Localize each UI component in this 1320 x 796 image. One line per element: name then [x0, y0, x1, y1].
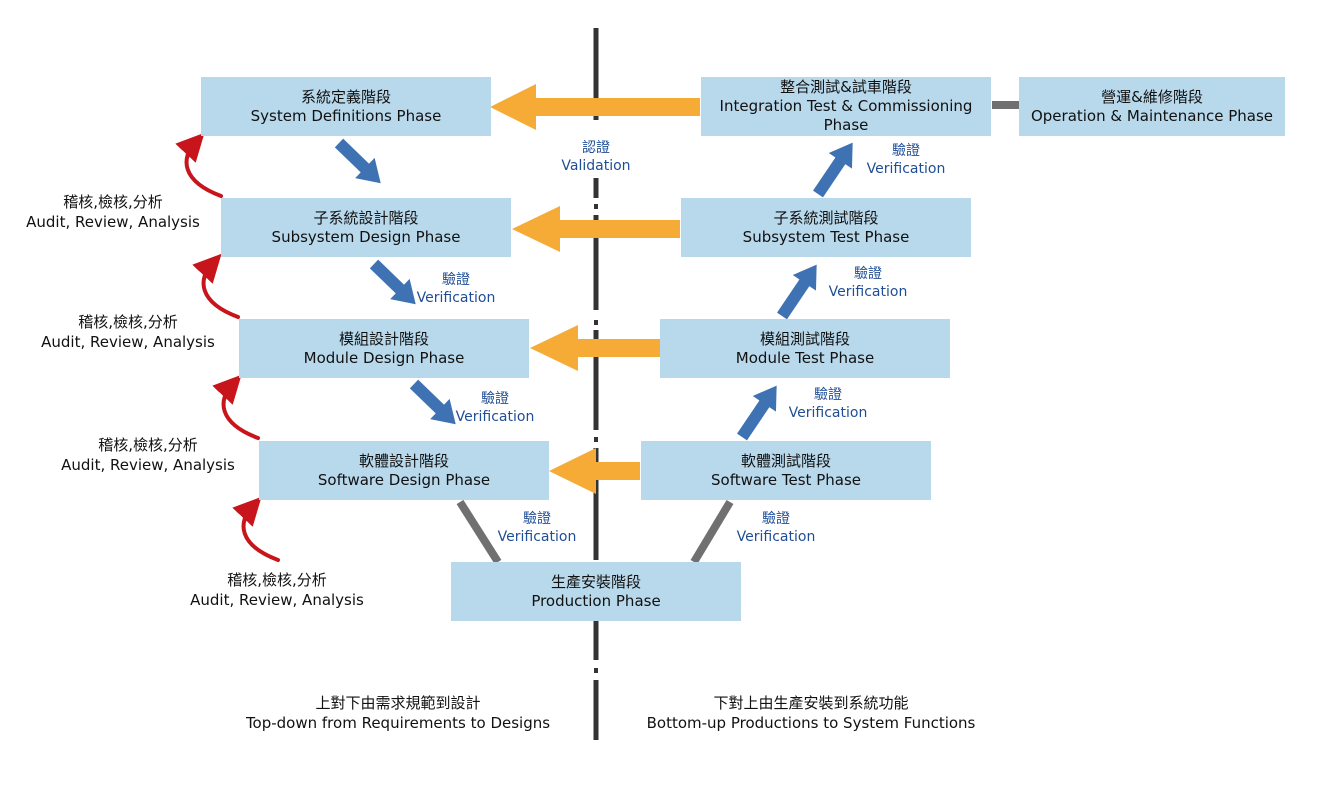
verification-label-right-3: 驗證 Verification — [818, 265, 918, 301]
operation-en: Operation & Maintenance Phase — [1030, 106, 1274, 125]
blue-arrow-up-2 — [777, 264, 817, 320]
verification-en: Verification — [866, 161, 946, 177]
audit-en: Audit, Review, Analysis — [41, 333, 215, 351]
system-definitions-zh: 系統定義階段 — [300, 87, 391, 106]
integration-test-en: Integration Test & Commissioning Phase — [719, 97, 973, 134]
production-phase-box: 生產安裝階段 Production Phase — [451, 562, 741, 621]
verification-label-left-3: 驗證 Verification — [487, 510, 587, 546]
audit-label-1: 稽核,檢核,分析 Audit, Review, Analysis — [18, 192, 208, 232]
verification-label-right-2: 驗證 Verification — [778, 386, 878, 422]
audit-zh: 稽核,檢核,分析 — [98, 436, 198, 454]
verification-label-left-1: 驗證 Verification — [406, 271, 506, 307]
module-design-zh: 模組設計階段 — [338, 329, 429, 348]
red-loop-arrow-1 — [175, 132, 223, 198]
validation-label: 認證 Validation — [548, 139, 644, 175]
module-design-en: Module Design Phase — [303, 348, 465, 367]
validation-zh: 認證 — [582, 140, 610, 156]
connector-software-test-production — [690, 499, 734, 565]
operation-phase-box: 營運&維修階段 Operation & Maintenance Phase — [1019, 77, 1285, 136]
orange-arrow-4 — [549, 448, 640, 494]
footer-left-en: Top-down from Requirements to Designs — [245, 714, 551, 732]
subsystem-design-phase-box: 子系統設計階段 Subsystem Design Phase — [221, 198, 511, 257]
system-definitions-phase-box: 系統定義階段 System Definitions Phase — [201, 77, 491, 136]
footer-left-zh: 上對下由需求規範到設計 — [315, 694, 481, 712]
software-test-phase-box: 軟體測試階段 Software Test Phase — [641, 441, 931, 500]
audit-label-2: 稽核,檢核,分析 Audit, Review, Analysis — [33, 312, 223, 352]
module-design-phase-box: 模組設計階段 Module Design Phase — [239, 319, 529, 378]
verification-zh: 驗證 — [854, 266, 882, 282]
subsystem-design-zh: 子系統設計階段 — [313, 208, 419, 227]
production-zh: 生產安裝階段 — [550, 572, 641, 591]
blue-arrow-up-1 — [737, 385, 777, 441]
verification-en: Verification — [455, 409, 535, 425]
subsystem-test-phase-box: 子系統測試階段 Subsystem Test Phase — [681, 198, 971, 257]
audit-zh: 稽核,檢核,分析 — [78, 313, 178, 331]
integration-test-phase-box: 整合測試&試車階段 Integration Test & Commissioni… — [701, 77, 991, 136]
orange-arrow-3 — [530, 325, 660, 371]
integration-test-zh: 整合測試&試車階段 — [780, 78, 912, 96]
orange-arrow-1 — [490, 84, 700, 130]
subsystem-test-en: Subsystem Test Phase — [742, 227, 910, 246]
validation-en: Validation — [561, 158, 631, 174]
verification-en: Verification — [497, 529, 577, 545]
verification-en: Verification — [736, 529, 816, 545]
software-design-zh: 軟體設計階段 — [358, 451, 449, 470]
blue-arrow-up-3 — [813, 142, 853, 198]
software-design-phase-box: 軟體設計階段 Software Design Phase — [259, 441, 549, 500]
audit-zh: 稽核,檢核,分析 — [63, 193, 163, 211]
software-test-zh: 軟體測試階段 — [740, 451, 831, 470]
audit-en: Audit, Review, Analysis — [26, 213, 200, 231]
verification-en: Verification — [416, 290, 496, 306]
footer-left-caption: 上對下由需求規範到設計 Top-down from Requirements t… — [228, 693, 568, 733]
verification-label-left-2: 驗證 Verification — [445, 390, 545, 426]
blue-arrow-down-1 — [334, 138, 381, 184]
software-test-en: Software Test Phase — [711, 470, 861, 489]
verification-label-right-4: 驗證 Verification — [856, 142, 956, 178]
blue-arrow-down-2 — [369, 259, 416, 305]
verification-en: Verification — [788, 405, 868, 421]
system-definitions-en: System Definitions Phase — [250, 106, 442, 125]
verification-zh: 驗證 — [814, 387, 842, 403]
red-loop-arrow-3 — [212, 374, 260, 440]
verification-label-right-1: 驗證 Verification — [726, 510, 826, 546]
module-test-phase-box: 模組測試階段 Module Test Phase — [660, 319, 950, 378]
footer-right-caption: 下對上由生產安裝到系統功能 Bottom-up Productions to S… — [626, 693, 996, 733]
module-test-en: Module Test Phase — [735, 348, 875, 367]
connector-software-design-production — [456, 499, 502, 565]
verification-en: Verification — [828, 284, 908, 300]
verification-zh: 驗證 — [481, 391, 509, 407]
production-en: Production Phase — [531, 591, 661, 610]
footer-right-zh: 下對上由生產安裝到系統功能 — [713, 694, 909, 712]
audit-en: Audit, Review, Analysis — [61, 456, 235, 474]
software-design-en: Software Design Phase — [317, 470, 491, 489]
module-test-zh: 模組測試階段 — [759, 329, 850, 348]
orange-arrow-2 — [512, 206, 680, 252]
audit-zh: 稽核,檢核,分析 — [227, 571, 327, 589]
audit-label-3: 稽核,檢核,分析 Audit, Review, Analysis — [53, 435, 243, 475]
subsystem-design-en: Subsystem Design Phase — [271, 227, 461, 246]
verification-zh: 驗證 — [523, 511, 551, 527]
verification-zh: 驗證 — [762, 511, 790, 527]
operation-zh: 營運&維修階段 — [1101, 87, 1203, 106]
subsystem-test-zh: 子系統測試階段 — [773, 208, 879, 227]
red-loop-arrow-2 — [192, 253, 240, 319]
audit-label-4: 稽核,檢核,分析 Audit, Review, Analysis — [182, 570, 372, 610]
red-loop-arrow-4 — [232, 496, 280, 562]
verification-zh: 驗證 — [442, 272, 470, 288]
audit-en: Audit, Review, Analysis — [190, 591, 364, 609]
blue-arrow-down-3 — [409, 379, 456, 425]
verification-zh: 驗證 — [892, 143, 920, 159]
footer-right-en: Bottom-up Productions to System Function… — [646, 714, 976, 732]
